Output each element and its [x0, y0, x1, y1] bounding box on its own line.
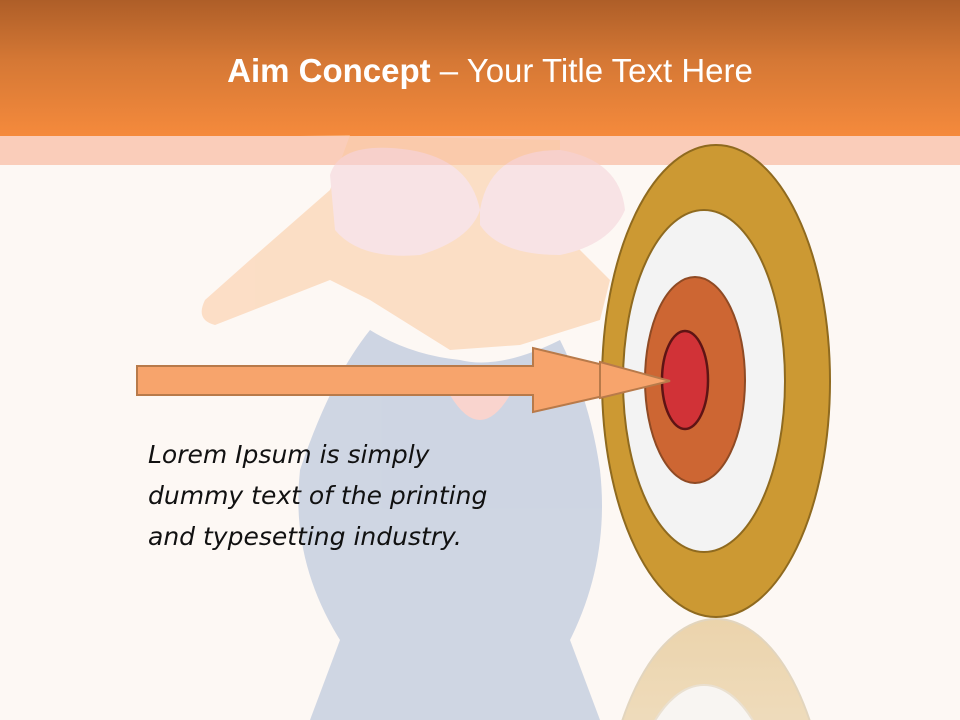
arrow-tip: [599, 360, 671, 400]
woman-figure-illustration: [201, 135, 625, 720]
body-text-block: Lorem Ipsum is simply dummy text of the …: [148, 434, 548, 557]
body-line: and typesetting industry.: [148, 522, 462, 551]
body-line: Lorem Ipsum is simply: [148, 440, 430, 469]
title-header-bar: [0, 0, 960, 136]
body-line: dummy text of the printing: [148, 481, 488, 510]
slide-title: Aim Concept – Your Title Text Here: [0, 52, 960, 90]
title-bold-part: Aim Concept: [227, 52, 431, 89]
title-separator: –: [430, 52, 467, 89]
target-reflection: [621, 618, 811, 720]
title-rest: Your Title Text Here: [466, 52, 753, 89]
